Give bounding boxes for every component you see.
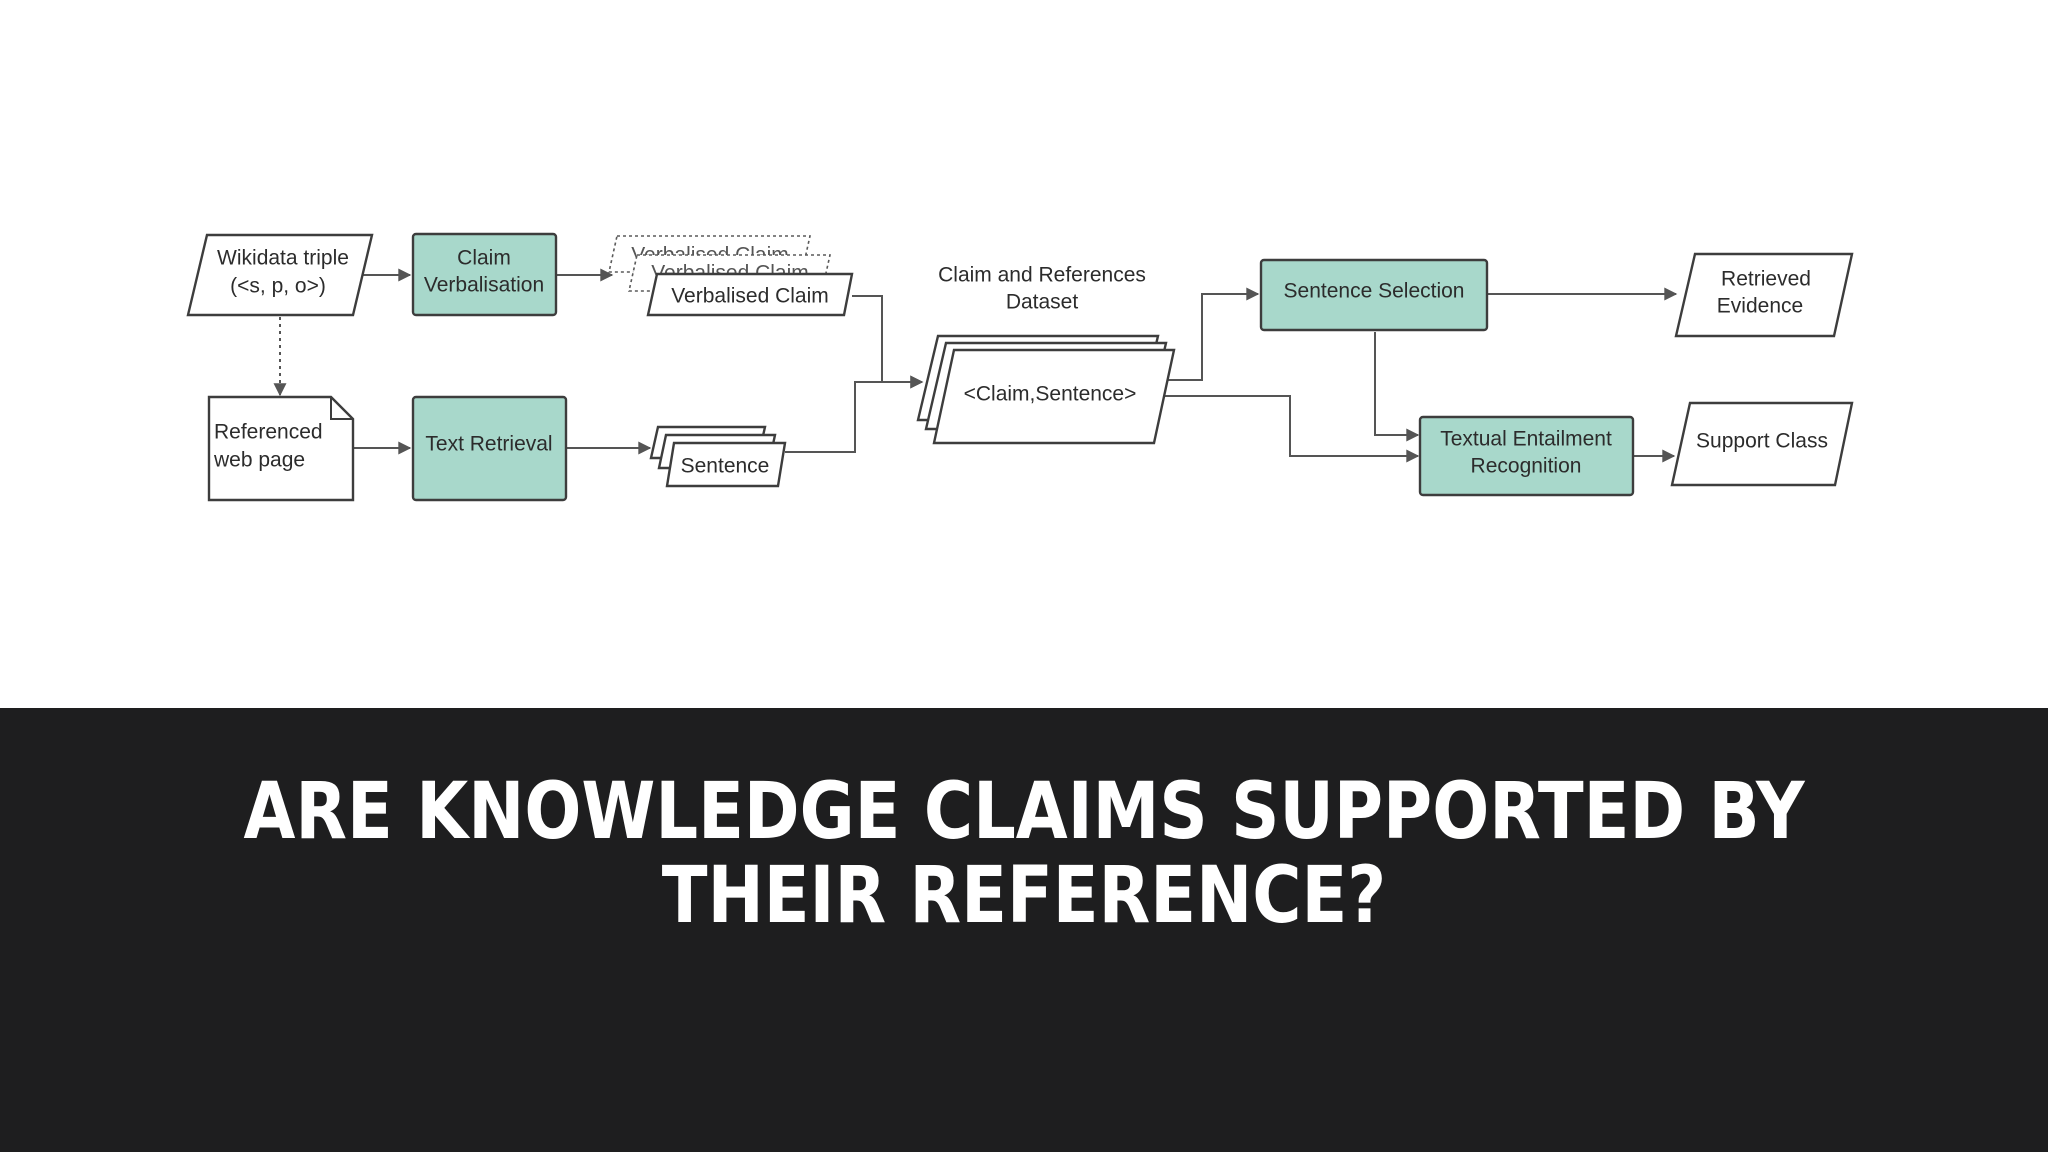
dataset-title-line-1: Claim and References — [938, 264, 1146, 287]
text-retrieval-label: Text Retrieval — [425, 433, 552, 456]
pipeline-diagram: Wikidata triple (<s, p, o>) Claim Verbal… — [186, 232, 1854, 502]
edge-dataset-to-selection — [1164, 287, 1260, 381]
referenced-web-page-line-2: web page — [213, 449, 305, 472]
edge-dataset-to-entailment — [1158, 395, 1420, 463]
text-retrieval-node: Text Retrieval — [411, 395, 568, 502]
verbalised-claim-stack: Verbalised Claim Verbalised Claim Verbal… — [608, 235, 854, 317]
referenced-web-page-node: Referenced web page — [207, 395, 355, 502]
pipeline-diagram-svg: Wikidata triple (<s, p, o>) Claim Verbal… — [186, 232, 1854, 502]
retrieved-evidence-line-1: Retrieved — [1721, 268, 1811, 291]
dataset-title-line-2: Dataset — [1006, 291, 1079, 314]
sentence-selection-label: Sentence Selection — [1284, 280, 1465, 303]
textual-entailment-line-1: Textual Entailment — [1440, 428, 1612, 451]
sentence-stack: Sentence — [649, 425, 787, 488]
retrieved-evidence-line-2: Evidence — [1717, 295, 1803, 318]
edge-sentence-to-dataset — [785, 375, 924, 453]
wikidata-triple-node: Wikidata triple (<s, p, o>) — [186, 233, 374, 317]
claim-verbalisation-node: Claim Verbalisation — [411, 232, 558, 317]
verbalised-claim-label: Verbalised Claim — [671, 285, 829, 308]
caption-line-2: THEIR REFERENCE? — [661, 851, 1387, 941]
referenced-web-page-line-1: Referenced — [214, 421, 323, 444]
wikidata-triple-line-2: (<s, p, o>) — [230, 275, 326, 298]
claim-sentence-label: <Claim,Sentence> — [964, 383, 1137, 406]
support-class-label: Support Class — [1696, 430, 1828, 453]
textual-entailment-line-2: Recognition — [1471, 455, 1582, 478]
claim-verbalisation-line-1: Claim — [457, 247, 511, 270]
caption-band: ARE KNOWLEDGE CLAIMS SUPPORTED BY THEIR … — [0, 708, 2048, 1152]
retrieved-evidence-node: Retrieved Evidence — [1674, 252, 1854, 338]
claim-verbalisation-line-2: Verbalisation — [424, 274, 544, 297]
wikidata-triple-line-1: Wikidata triple — [217, 247, 349, 270]
textual-entailment-node: Textual Entailment Recognition — [1418, 415, 1635, 497]
claim-sentence-stack: <Claim,Sentence> — [916, 334, 1176, 445]
support-class-node: Support Class — [1670, 401, 1854, 487]
sentence-label: Sentence — [681, 455, 770, 478]
slide-caption: ARE KNOWLEDGE CLAIMS SUPPORTED BY THEIR … — [143, 770, 1904, 938]
dataset-title: Claim and References Dataset — [938, 264, 1146, 314]
edge-selection-to-entailment — [1374, 332, 1420, 442]
sentence-selection-node: Sentence Selection — [1259, 258, 1489, 332]
edge-claim-to-dataset — [852, 295, 924, 389]
caption-line-1: ARE KNOWLEDGE CLAIMS SUPPORTED BY — [243, 767, 1805, 857]
